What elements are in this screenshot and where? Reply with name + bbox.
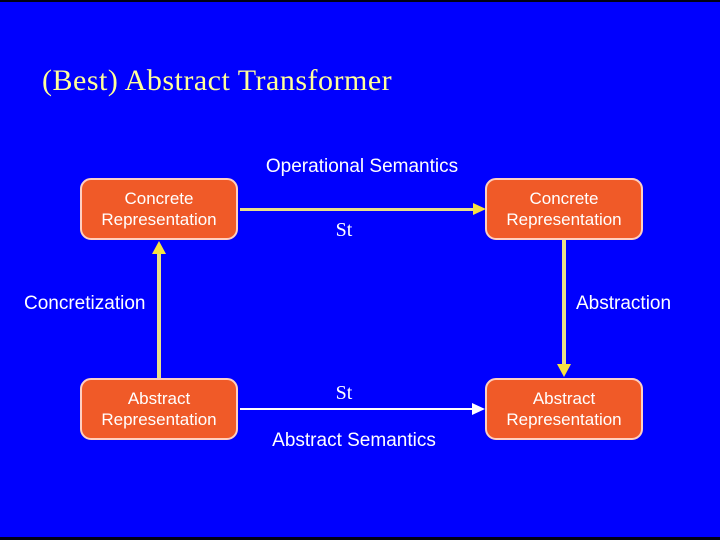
box-label: Concrete Representation xyxy=(506,189,622,229)
abstraction-arrow-shaft xyxy=(562,240,566,365)
st-label-bottom: St xyxy=(335,382,353,404)
concrete-representation-box-top-right: Concrete Representation xyxy=(485,178,643,240)
operational-semantics-label: Operational Semantics xyxy=(265,156,459,177)
abstract-semantics-arrow-shaft xyxy=(240,408,473,410)
operational-semantics-arrowhead-right-icon xyxy=(473,203,486,215)
concretization-arrow-shaft xyxy=(157,253,161,378)
abstract-semantics-arrowhead-right-icon xyxy=(472,403,485,415)
bottom-frame-edge xyxy=(0,537,720,540)
abstract-representation-box-bottom-left: Abstract Representation xyxy=(80,378,238,440)
abstraction-label: Abstraction xyxy=(576,293,672,314)
concretization-arrowhead-up-icon xyxy=(152,241,166,254)
top-frame-edge xyxy=(0,0,720,2)
box-label: Abstract Representation xyxy=(506,389,622,429)
operational-semantics-arrow-shaft xyxy=(240,208,474,211)
slide-title: (Best) Abstract Transformer xyxy=(42,64,393,97)
st-label-top: St xyxy=(335,219,353,241)
abstraction-arrowhead-down-icon xyxy=(557,364,571,377)
box-label: Abstract Representation xyxy=(101,389,217,429)
box-label: Concrete Representation xyxy=(101,189,217,229)
concretization-label: Concretization xyxy=(24,293,146,314)
abstract-representation-box-bottom-right: Abstract Representation xyxy=(485,378,643,440)
abstract-semantics-label: Abstract Semantics xyxy=(272,430,436,451)
concrete-representation-box-top-left: Concrete Representation xyxy=(80,178,238,240)
